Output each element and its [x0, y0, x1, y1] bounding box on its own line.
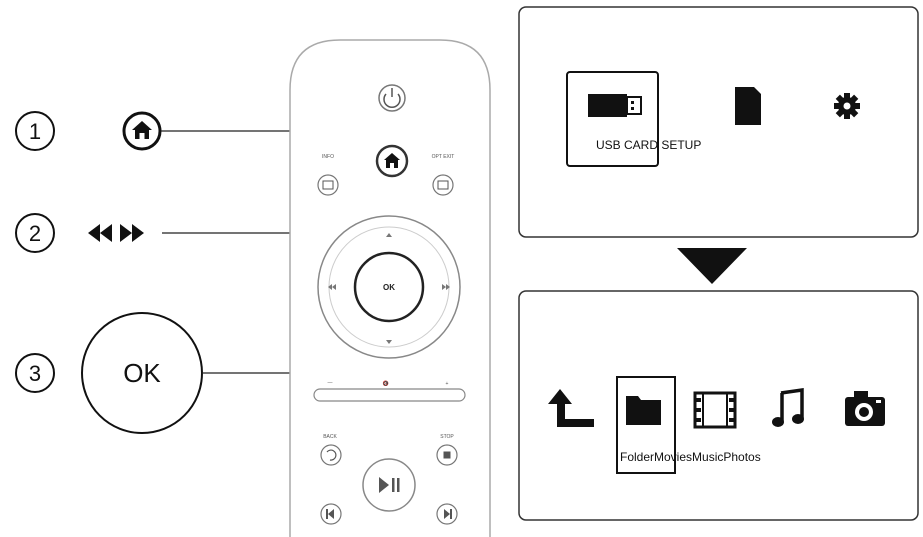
- stop-label: STOP: [440, 434, 454, 440]
- mute-label: 🔇: [383, 380, 389, 387]
- usb-drive-icon[interactable]: [588, 94, 642, 117]
- option-button[interactable]: [432, 174, 454, 196]
- home-button[interactable]: [375, 144, 409, 178]
- svg-text:OK: OK: [383, 283, 395, 292]
- menu-icon: [437, 180, 449, 190]
- step-2-number: 2: [29, 221, 41, 246]
- ok-button[interactable]: OK: [353, 251, 425, 323]
- skip-previous-icon: [328, 509, 334, 519]
- step-2-badge: [15, 213, 55, 253]
- fast-forward-icon: [442, 284, 450, 290]
- rewind-icon: [328, 284, 336, 290]
- remote-control: INFO OPT EXIT OK — 🔇 + BACK: [289, 39, 491, 537]
- step-1-badge: [15, 111, 55, 151]
- play-icon: [379, 477, 389, 493]
- info-button[interactable]: [317, 174, 339, 196]
- volume-rocker[interactable]: [313, 388, 466, 402]
- camera-icon[interactable]: [845, 391, 885, 426]
- volume-plus-label: +: [446, 381, 449, 387]
- home-icon: [122, 111, 162, 151]
- back-label: BACK: [323, 434, 337, 440]
- previous-button[interactable]: [320, 503, 342, 525]
- step-3-badge: [15, 353, 55, 393]
- volume-minus-label: —: [328, 380, 333, 386]
- folder-icon[interactable]: [626, 396, 661, 425]
- next-button[interactable]: [436, 503, 458, 525]
- home-icon: [384, 153, 400, 168]
- info-icon: [322, 180, 334, 190]
- gear-icon[interactable]: [834, 93, 860, 119]
- step-3-number: 3: [29, 361, 41, 386]
- stop-icon: [443, 451, 451, 459]
- back-button[interactable]: [320, 444, 342, 466]
- selection-frame: [616, 376, 676, 474]
- step-3: 3 OK: [15, 307, 379, 434]
- up-arrow-icon: [386, 233, 392, 237]
- stop-button[interactable]: [436, 444, 458, 466]
- media-screen-labels: FolderMoviesMusicPhotos: [620, 450, 761, 464]
- power-icon: [383, 93, 401, 109]
- play-pause-button[interactable]: [362, 458, 416, 512]
- media-screen-panel: FolderMoviesMusicPhotos: [518, 290, 919, 521]
- music-note-icon[interactable]: [772, 387, 804, 427]
- back-arrow-icon[interactable]: [548, 389, 594, 427]
- down-arrow-icon: [386, 340, 392, 344]
- ok-callout-label: OK: [123, 358, 161, 388]
- home-screen-panel: USB CARD SETUP: [518, 6, 919, 238]
- down-arrow-icon: [677, 248, 747, 284]
- rewind-fastforward-icon: [88, 224, 144, 242]
- film-icon[interactable]: [693, 391, 737, 429]
- power-button[interactable]: [378, 84, 406, 112]
- sd-card-icon[interactable]: [735, 87, 761, 125]
- skip-next-icon: [444, 509, 450, 519]
- pause-icon: [392, 478, 395, 492]
- step-1-number: 1: [29, 119, 41, 144]
- selection-frame: [566, 71, 659, 167]
- back-icon: [326, 449, 337, 461]
- home-screen-labels: USB CARD SETUP: [596, 138, 701, 152]
- opt-exit-label: OPT EXIT: [432, 154, 455, 160]
- info-label: INFO: [322, 154, 334, 160]
- step-2: 2: [15, 213, 338, 271]
